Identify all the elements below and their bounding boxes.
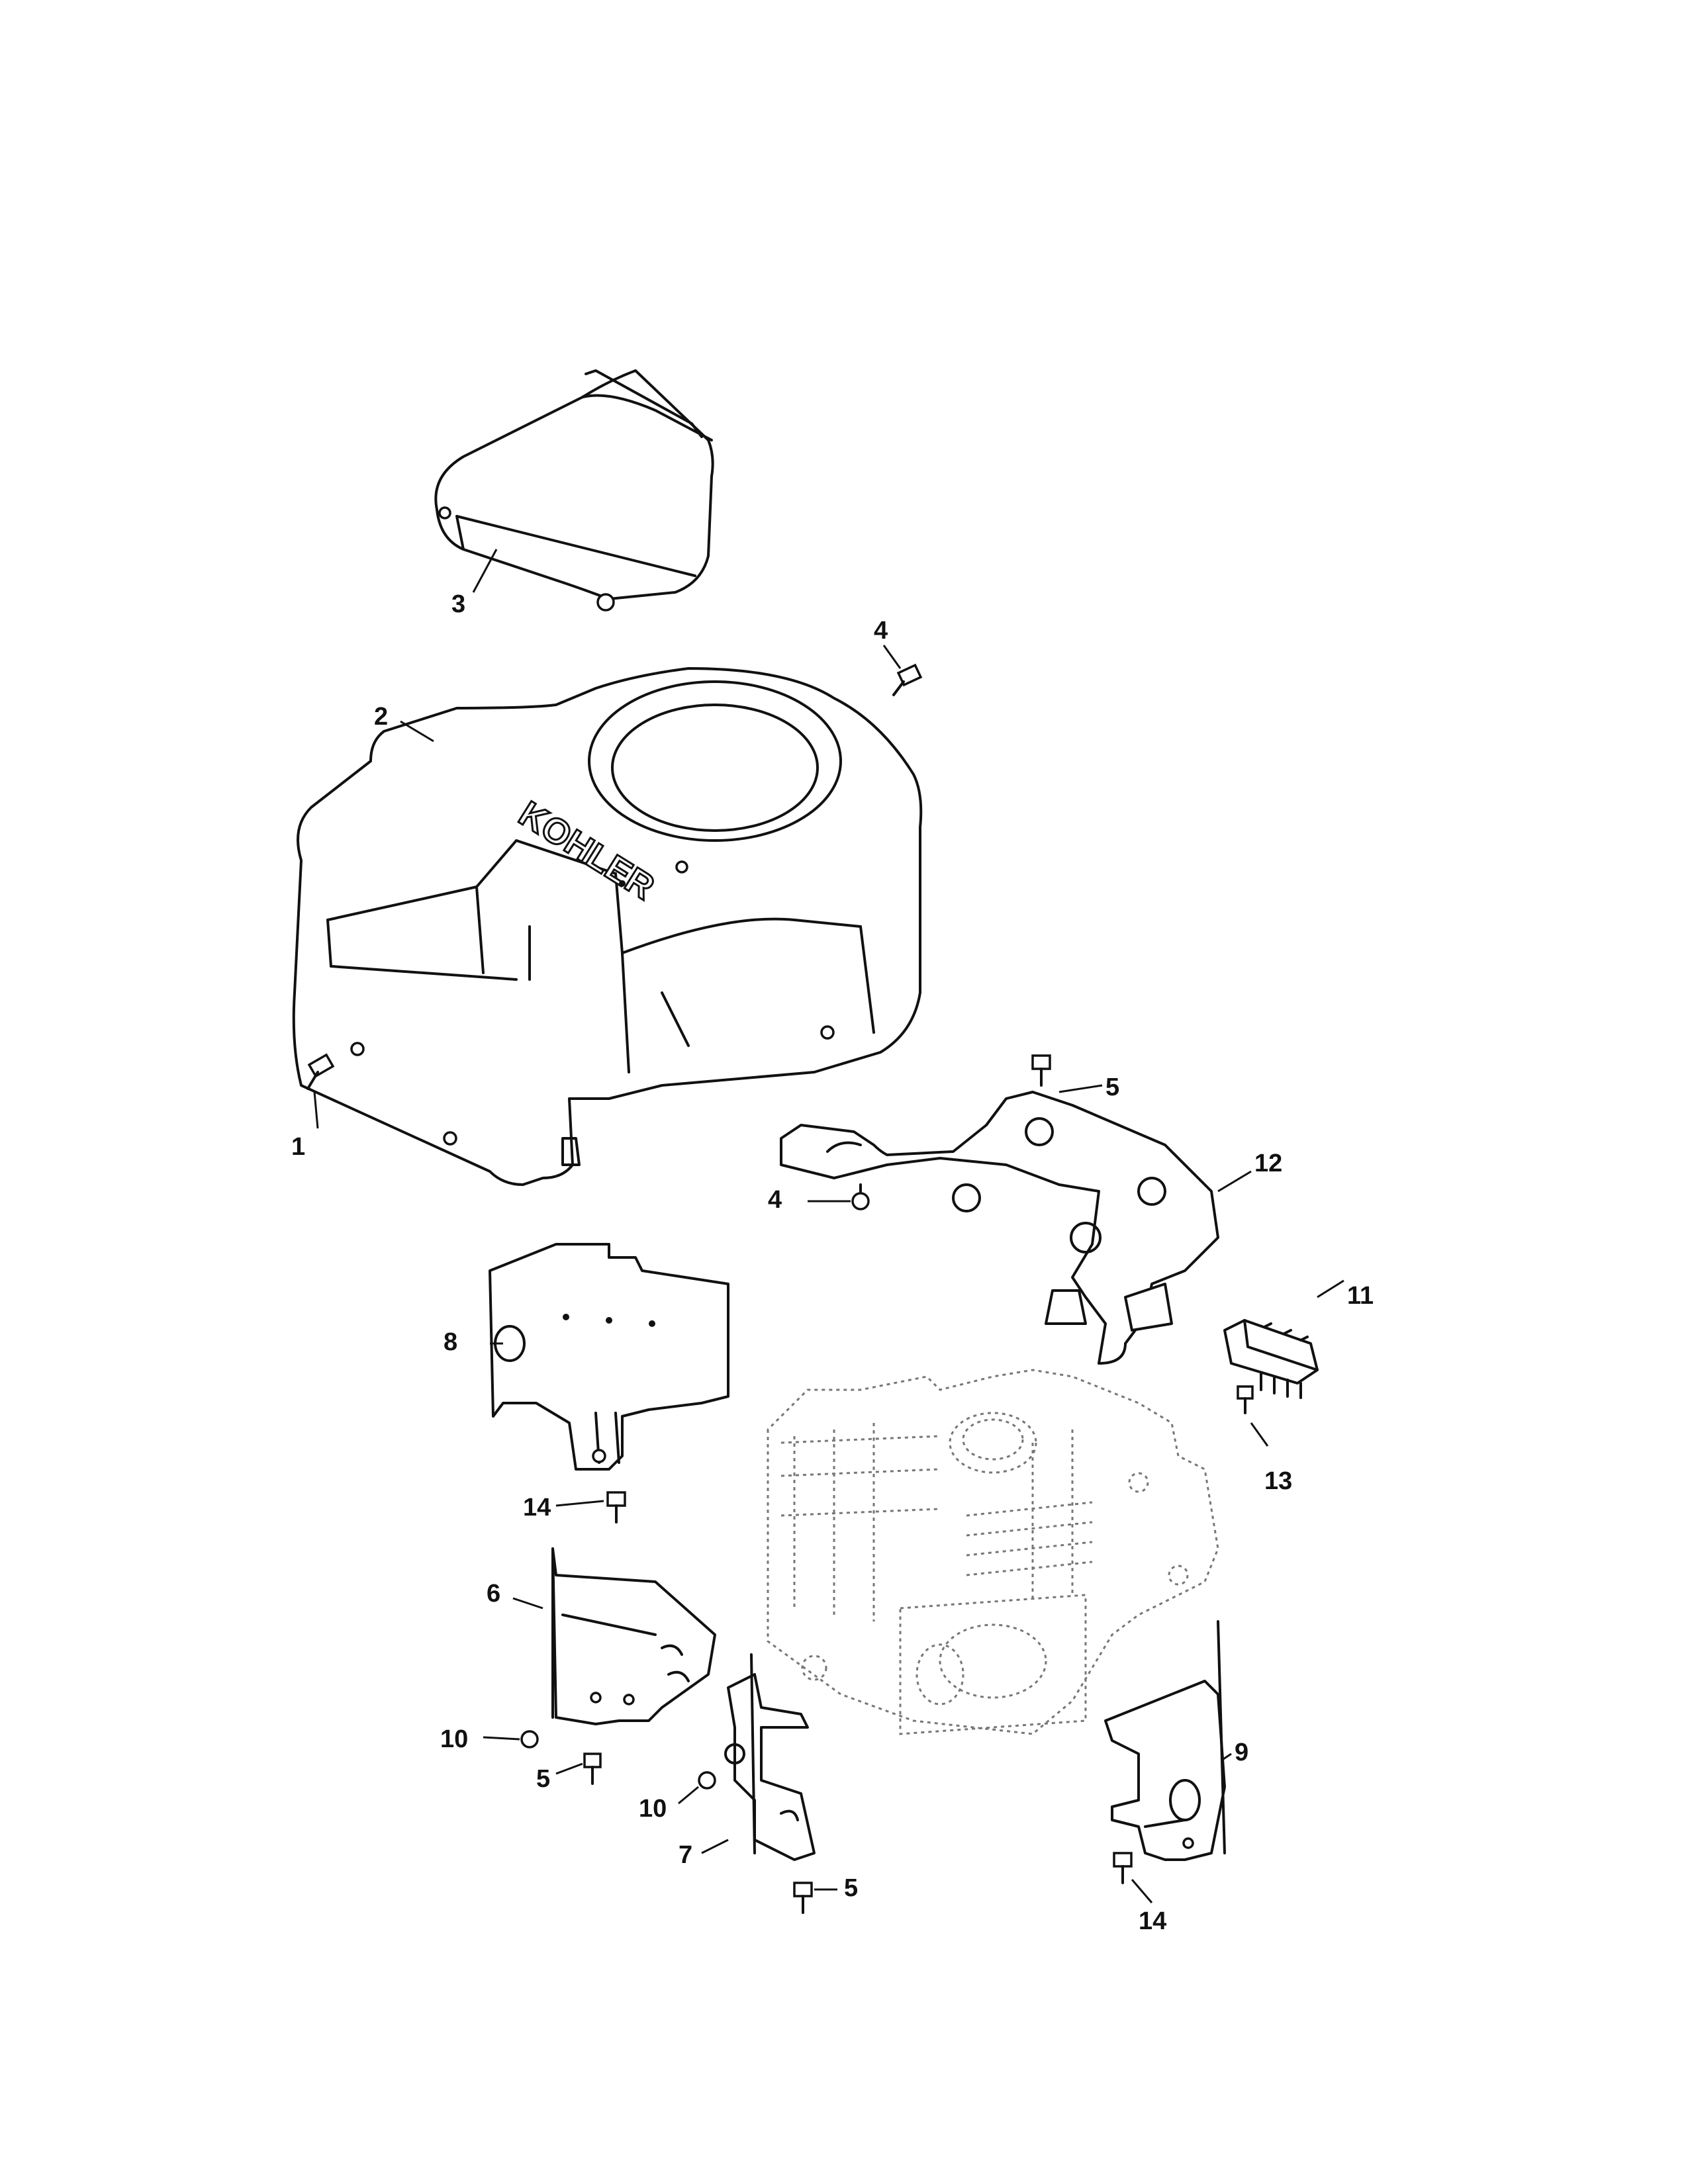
part-9-shield [1104, 1620, 1226, 1861]
bolt-5-bottom [793, 1882, 813, 1914]
callout-9: 9 [1235, 1739, 1248, 1766]
bolt-14-right [1113, 1852, 1133, 1884]
callout-5-top: 5 [1105, 1073, 1119, 1101]
callout-6: 6 [487, 1580, 500, 1608]
bolt-14-left [606, 1491, 626, 1524]
callout-14-right: 14 [1139, 1907, 1166, 1935]
fasteners [306, 663, 1254, 1914]
part-11-rectifier [1223, 1319, 1319, 1399]
bolt-13 [1237, 1385, 1254, 1414]
callout-5-bottom: 5 [844, 1874, 858, 1902]
callout-3: 3 [451, 590, 465, 618]
callout-labels: 3 2 4 5 4 12 11 13 8 14 6 10 5 10 7 5 9 … [291, 590, 1374, 1935]
part-6-shield [551, 1547, 716, 1725]
part-8-shroud [489, 1243, 729, 1471]
part-12-baffle [780, 1091, 1219, 1365]
bolt-5-left [583, 1752, 602, 1785]
bolt-5-top [1031, 1054, 1051, 1087]
callout-5-left: 5 [536, 1765, 550, 1793]
callout-4-top: 4 [874, 617, 888, 645]
part-7-bracket [724, 1653, 816, 1861]
callout-8: 8 [444, 1328, 457, 1356]
bolt-4-mid [851, 1183, 870, 1210]
callout-12: 12 [1254, 1150, 1282, 1177]
bolt-10-mid [698, 1771, 716, 1790]
callout-7: 7 [679, 1841, 692, 1869]
engine-block-outline [767, 1369, 1219, 1735]
bolt-10-left [520, 1730, 539, 1749]
leader-lines [313, 549, 1344, 1903]
callout-2: 2 [374, 703, 388, 731]
part-2-blower-housing: KOHLER [292, 667, 923, 1186]
callout-10-left: 10 [440, 1725, 468, 1753]
part-3-intake-cover [434, 369, 714, 612]
callout-1: 1 [291, 1133, 305, 1161]
callout-13: 13 [1264, 1467, 1292, 1495]
bolt-4-top [892, 663, 923, 696]
callout-14-left: 14 [523, 1494, 551, 1522]
callout-10-mid: 10 [639, 1795, 667, 1823]
bolt-1 [306, 1053, 335, 1090]
callout-4-mid: 4 [768, 1186, 782, 1214]
callout-11: 11 [1347, 1282, 1374, 1310]
